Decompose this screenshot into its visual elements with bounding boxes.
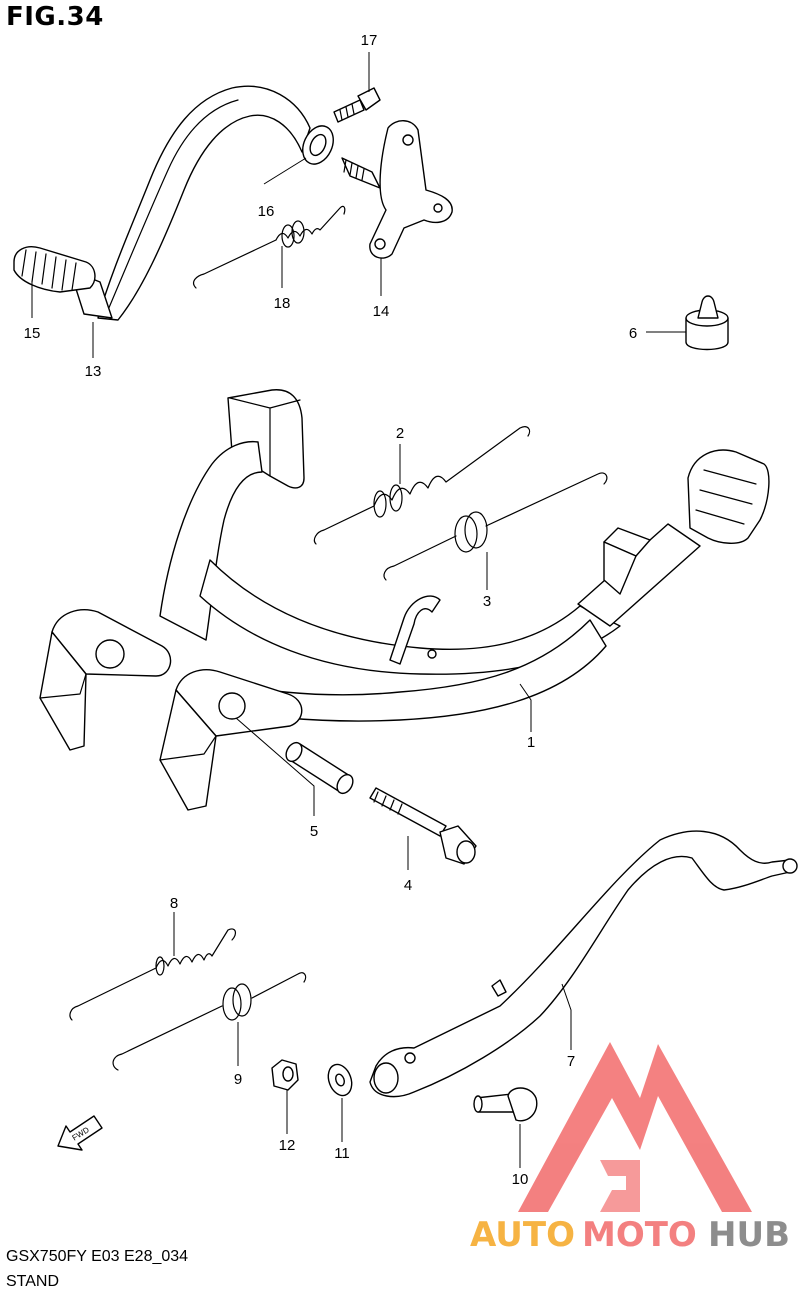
figure-title: FIG.34 — [6, 2, 104, 32]
callout-14: 14 — [373, 303, 390, 320]
stopper-part — [685, 295, 729, 351]
section-name: STAND — [6, 1273, 60, 1290]
center-stand-part — [39, 389, 770, 811]
callout-10: 10 — [512, 1171, 529, 1188]
spring-2-part — [313, 426, 531, 545]
callout-5: 5 — [310, 823, 318, 840]
brake-arm-part — [341, 120, 453, 259]
bushing-part — [302, 125, 334, 165]
callout-18: 18 — [274, 295, 291, 312]
callout-12: 12 — [279, 1137, 296, 1154]
watermark-hub: HUB — [708, 1215, 790, 1255]
leader-lines — [31, 52, 686, 1168]
callout-7: 7 — [567, 1053, 575, 1070]
spring-18-part — [192, 205, 346, 289]
washer-part — [327, 1063, 353, 1097]
callout-13: 13 — [85, 363, 102, 380]
callout-1: 1 — [527, 734, 535, 751]
spring-3-part — [383, 472, 608, 581]
bolt-10-part — [473, 1087, 538, 1122]
callout-17: 17 — [361, 32, 378, 49]
callout-3: 3 — [483, 593, 491, 610]
spring-8-part — [69, 928, 237, 1021]
callout-9: 9 — [234, 1071, 242, 1088]
figure-code: GSX750FY E03 E28_034 — [6, 1248, 189, 1265]
pipe-part — [285, 741, 354, 795]
bolt-17-part — [333, 87, 381, 123]
automotohub-watermark-logo: AUTO MOTO HUB — [470, 1042, 790, 1255]
forward-direction-icon: FWD — [57, 1115, 103, 1151]
callout-8: 8 — [170, 895, 178, 912]
callout-2: 2 — [396, 425, 404, 442]
pedal-rubber-part — [13, 246, 96, 293]
nut-part — [271, 1059, 299, 1091]
side-stand-part — [369, 830, 798, 1098]
watermark-moto: MOTO — [582, 1215, 697, 1255]
callout-numbers: 1 2 3 4 5 6 7 8 9 10 11 12 13 14 15 16 1… — [24, 32, 638, 1188]
callout-4: 4 — [404, 877, 412, 894]
watermark-auto: AUTO — [470, 1215, 575, 1255]
bolt-4-part — [369, 787, 477, 865]
callout-15: 15 — [24, 325, 41, 342]
callout-6: 6 — [629, 325, 637, 342]
callout-11: 11 — [334, 1145, 350, 1162]
callout-16: 16 — [258, 203, 275, 220]
spring-9-part — [112, 972, 307, 1071]
